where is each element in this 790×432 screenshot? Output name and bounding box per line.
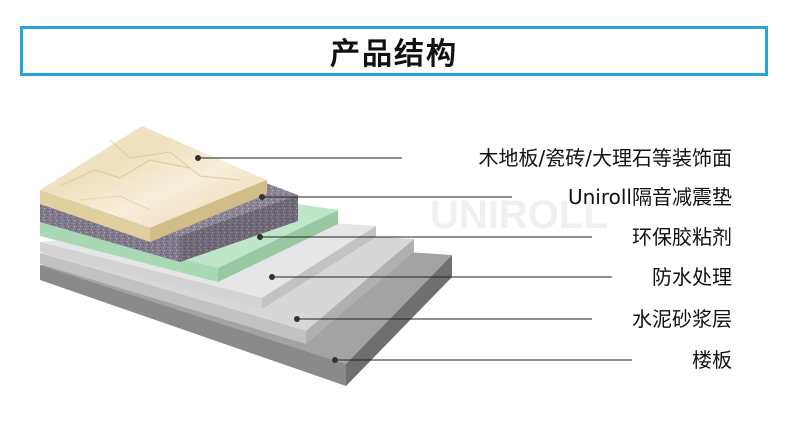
leader-dot-1	[195, 155, 201, 161]
leader-lines	[195, 155, 632, 363]
layer-label-uniroll-pad: Uniroll隔音减震垫	[567, 185, 732, 209]
leader-dot-2	[259, 194, 265, 200]
layer-label-waterproofing: 防水处理	[652, 265, 732, 289]
layer-marble-surface	[40, 126, 267, 242]
layer-label-decorative-surface: 木地板/瓷砖/大理石等装饰面	[478, 146, 732, 170]
layer-label-floor-slab: 楼板	[692, 348, 732, 372]
leader-dot-3	[257, 234, 263, 240]
page-title: 产品结构	[330, 37, 458, 72]
layer-label-adhesive: 环保胶粘剂	[632, 225, 732, 249]
leader-dot-6	[332, 357, 338, 363]
leader-dot-5	[294, 316, 300, 322]
title-box: 产品结构	[20, 26, 768, 76]
layer-label-cement-mortar: 水泥砂浆层	[632, 307, 732, 331]
watermark-text: UNIROLL	[430, 193, 608, 237]
leader-dot-4	[269, 274, 275, 280]
